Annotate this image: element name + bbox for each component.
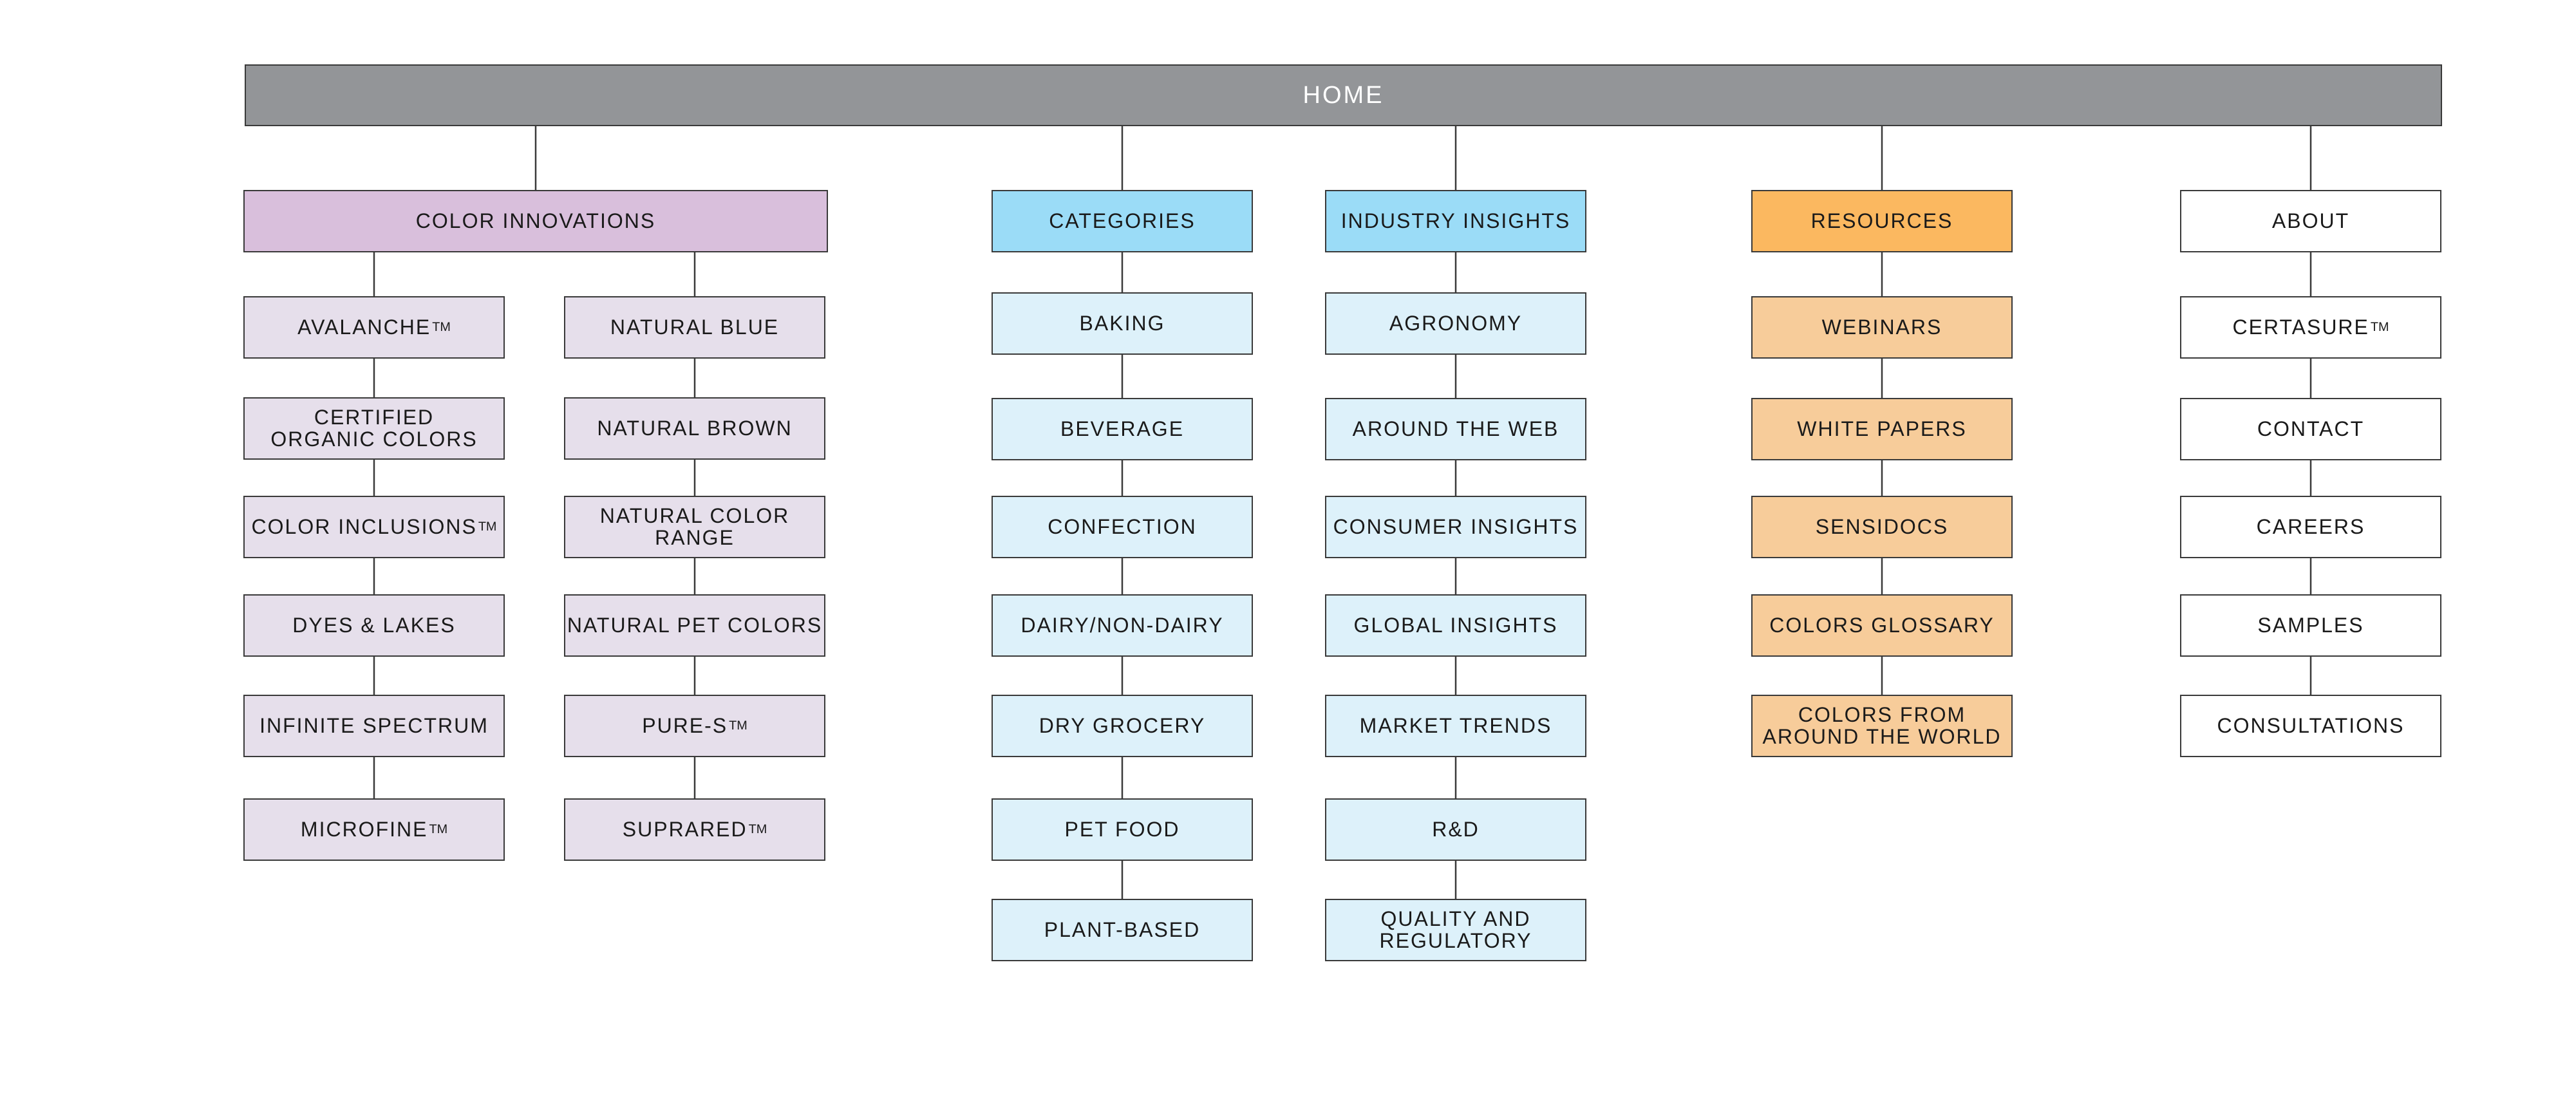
node-label: CONSUMER INSIGHTS — [1333, 514, 1579, 538]
node-label: INFINITE SPECTRUM — [259, 713, 489, 737]
trademark-mark: TM — [432, 319, 451, 334]
node-label: SAMPLES — [2257, 613, 2364, 637]
sitemap-item[interactable]: PLANT-BASED — [992, 899, 1253, 961]
node-label: QUALITY AND REGULATORY — [1379, 907, 1532, 952]
sitemap-item[interactable]: NATURAL COLOR RANGE — [564, 496, 825, 558]
sitemap-item[interactable]: BEVERAGE — [992, 398, 1253, 460]
node-label: CERTASURE — [2232, 315, 2369, 339]
node-label: BEVERAGE — [1060, 417, 1185, 440]
node-label: CONSULTATIONS — [2217, 713, 2405, 737]
sitemap-item[interactable]: SENSIDOCS — [1751, 496, 2013, 558]
node-label: NATURAL COLOR RANGE — [599, 503, 790, 549]
sitemap-item[interactable]: WHITE PAPERS — [1751, 398, 2013, 460]
sitemap-item[interactable]: R&D — [1325, 798, 1586, 861]
home-node[interactable]: HOME — [245, 64, 2442, 126]
node-label: WEBINARS — [1821, 315, 1942, 339]
sitemap-item[interactable]: NATURAL BLUE — [564, 296, 825, 359]
node-label: AGRONOMY — [1389, 311, 1523, 335]
node-label: WHITE PAPERS — [1797, 417, 1967, 440]
node-label: CONFECTION — [1048, 514, 1197, 538]
sitemap-item[interactable]: NATURAL BROWN — [564, 397, 825, 460]
section-header-industry-insights[interactable]: INDUSTRY INSIGHTS — [1325, 190, 1586, 252]
sitemap-item[interactable]: QUALITY AND REGULATORY — [1325, 899, 1586, 961]
node-label: DAIRY/NON-DAIRY — [1020, 613, 1224, 637]
node-label: COLOR INNOVATIONS — [415, 209, 656, 232]
node-label: CATEGORIES — [1049, 209, 1196, 232]
trademark-mark: TM — [2370, 319, 2389, 334]
node-label: ABOUT — [2271, 209, 2350, 232]
node-label: NATURAL BROWN — [597, 416, 793, 440]
sitemap-item[interactable]: CONSUMER INSIGHTS — [1325, 496, 1586, 558]
sitemap-item[interactable]: PET FOOD — [992, 798, 1253, 861]
node-label: PET FOOD — [1064, 817, 1180, 841]
node-label: NATURAL PET COLORS — [567, 613, 823, 637]
sitemap-item[interactable]: DRY GROCERY — [992, 695, 1253, 757]
section-header-color-innovations[interactable]: COLOR INNOVATIONS — [243, 190, 828, 252]
node-label: CERTIFIED ORGANIC COLORS — [270, 405, 478, 451]
node-label: INDUSTRY INSIGHTS — [1340, 209, 1571, 232]
node-label: CAREERS — [2256, 514, 2365, 538]
node-label: MICROFINE — [300, 817, 428, 841]
sitemap-item[interactable]: INFINITE SPECTRUM — [243, 695, 505, 757]
sitemap-item[interactable]: CONFECTION — [992, 496, 1253, 558]
node-label: COLORS GLOSSARY — [1769, 613, 1995, 637]
sitemap-item[interactable]: CONSULTATIONS — [2180, 695, 2441, 757]
node-label: AVALANCHE — [297, 315, 431, 339]
sitemap-item[interactable]: DAIRY/NON-DAIRY — [992, 594, 1253, 657]
sitemap-item[interactable]: NATURAL PET COLORS — [564, 594, 825, 657]
node-label: RESOURCES — [1810, 209, 1953, 232]
node-label: NATURAL BLUE — [610, 315, 780, 339]
node-label: COLORS FROM AROUND THE WORLD — [1762, 702, 2002, 748]
sitemap-item[interactable]: COLORS GLOSSARY — [1751, 594, 2013, 657]
node-label: DRY GROCERY — [1039, 713, 1206, 737]
node-label: COLOR INCLUSIONS — [251, 514, 477, 538]
node-label: CONTACT — [2257, 417, 2365, 440]
node-label: PLANT-BASED — [1044, 917, 1201, 941]
sitemap-item[interactable]: BAKING — [992, 292, 1253, 355]
sitemap-item[interactable]: GLOBAL INSIGHTS — [1325, 594, 1586, 657]
node-label: BAKING — [1079, 311, 1165, 335]
sitemap-item[interactable]: MARKET TRENDS — [1325, 695, 1586, 757]
section-header-categories[interactable]: CATEGORIES — [992, 190, 1253, 252]
sitemap-item[interactable]: WEBINARS — [1751, 296, 2013, 359]
trademark-mark: TM — [748, 822, 767, 836]
trademark-mark: TM — [478, 519, 497, 534]
sitemap-item[interactable]: CAREERS — [2180, 496, 2441, 558]
node-label: DYES & LAKES — [292, 613, 456, 637]
sitemap-item[interactable]: SAMPLES — [2180, 594, 2441, 657]
sitemap-item[interactable]: AGRONOMY — [1325, 292, 1586, 355]
trademark-mark: TM — [729, 718, 747, 733]
sitemap-item[interactable]: AROUND THE WEB — [1325, 398, 1586, 460]
section-header-about[interactable]: ABOUT — [2180, 190, 2441, 252]
sitemap-item[interactable]: CONTACT — [2180, 398, 2441, 460]
sitemap-item[interactable]: CERTIFIED ORGANIC COLORS — [243, 397, 505, 460]
node-label: GLOBAL INSIGHTS — [1353, 613, 1558, 637]
node-label: PURE-S — [642, 713, 728, 737]
sitemap-item[interactable]: COLORS FROM AROUND THE WORLD — [1751, 695, 2013, 757]
sitemap-item[interactable]: DYES & LAKES — [243, 594, 505, 657]
node-label: MARKET TRENDS — [1359, 713, 1552, 737]
node-label: AROUND THE WEB — [1352, 417, 1559, 440]
trademark-mark: TM — [429, 822, 448, 836]
node-label: SUPRARED — [622, 817, 747, 841]
node-label: R&D — [1432, 817, 1480, 841]
node-label: SENSIDOCS — [1815, 514, 1949, 538]
section-header-resources[interactable]: RESOURCES — [1751, 190, 2013, 252]
